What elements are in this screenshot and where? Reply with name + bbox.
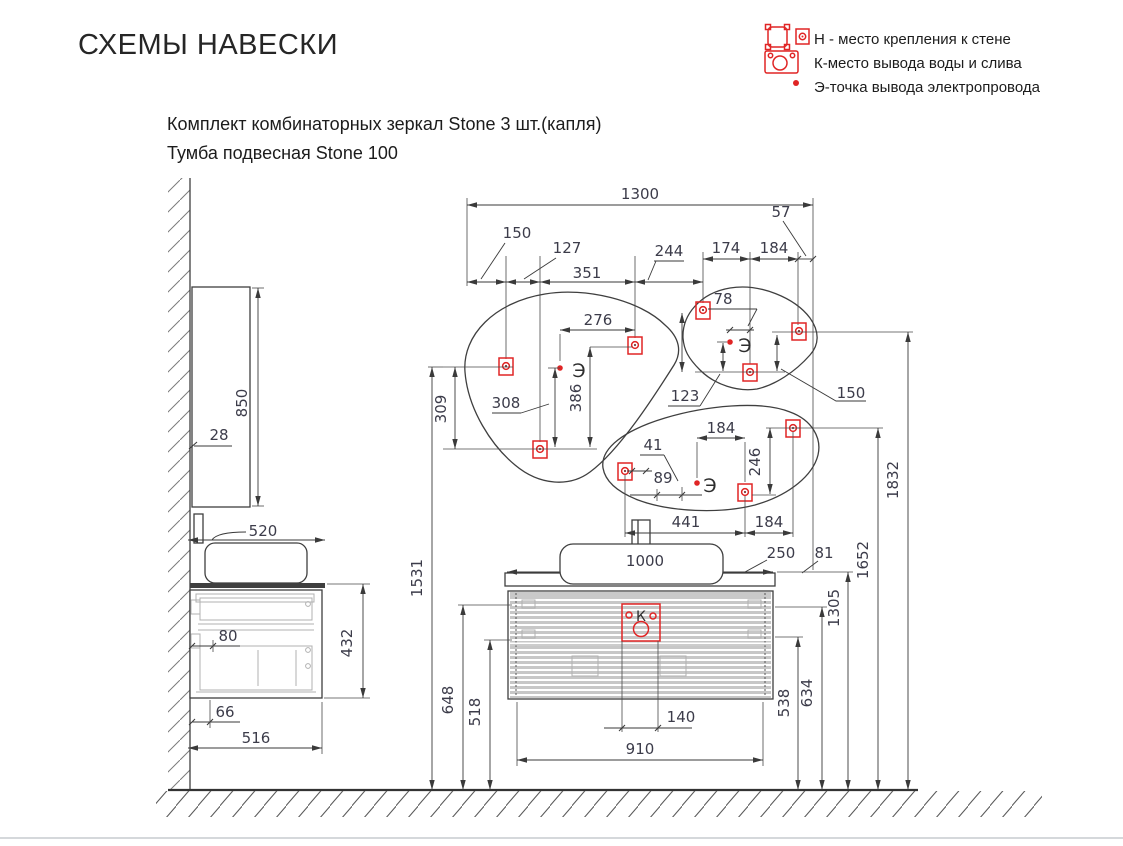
floor xyxy=(156,788,1042,817)
dim-432: 432 xyxy=(338,629,356,658)
dim-1300: 1300 xyxy=(621,185,659,203)
dim-520: 520 xyxy=(249,522,278,540)
page-title: СХЕМЫ НАВЕСКИ xyxy=(78,29,338,61)
dim-123: 123 xyxy=(671,387,700,405)
mount-point xyxy=(791,322,807,341)
legend-wall-mount-label: Н - место крепления к стене xyxy=(814,31,1011,48)
dim-634: 634 xyxy=(798,679,816,708)
wall xyxy=(168,178,191,790)
dim-140: 140 xyxy=(667,708,696,726)
mount-point xyxy=(742,363,758,382)
dim-1531: 1531 xyxy=(408,559,426,597)
dim-66: 66 xyxy=(215,703,234,721)
sink-side xyxy=(204,542,308,584)
faucet-side xyxy=(193,513,204,544)
dim-184-mirror3: 184 xyxy=(707,419,736,437)
dim-57: 57 xyxy=(771,203,790,221)
dim-150-right: 150 xyxy=(837,384,866,402)
dim-850: 850 xyxy=(233,389,251,418)
height-dims-left: 1531 648 518 xyxy=(408,366,512,790)
dim-127: 127 xyxy=(553,239,582,257)
electric-point xyxy=(727,339,733,345)
electric-point-icon xyxy=(793,80,799,86)
dim-1000: 1000 xyxy=(626,552,664,570)
mirror-3-outline xyxy=(602,404,820,512)
mirror-1: Э 276 386 308 309 xyxy=(432,291,680,483)
dim-28: 28 xyxy=(209,426,228,444)
mount-point xyxy=(532,440,548,459)
dim-174: 174 xyxy=(712,239,741,257)
height-dims-right: 538 634 1305 1652 1832 xyxy=(772,331,913,790)
subtitle-vanity: Тумба подвесная Stone 100 xyxy=(167,143,398,163)
dim-80: 80 xyxy=(218,627,237,645)
dim-184-top: 184 xyxy=(760,239,789,257)
dim-910: 910 xyxy=(626,740,655,758)
dim-78: 78 xyxy=(713,290,732,308)
mount-point xyxy=(498,357,514,376)
dim-250: 250 xyxy=(767,544,796,562)
dim-1652: 1652 xyxy=(854,541,872,579)
wall-mount-icon xyxy=(764,23,810,51)
electric-letter: Э xyxy=(572,360,585,382)
dim-89: 89 xyxy=(653,469,672,487)
countertop-side xyxy=(190,583,325,588)
dim-41: 41 xyxy=(643,436,662,454)
side-view: 850 28 520 80 66 xyxy=(188,286,370,754)
mount-point xyxy=(627,336,643,355)
dim-538: 538 xyxy=(775,689,793,718)
dim-516: 516 xyxy=(242,729,271,747)
dim-308: 308 xyxy=(492,394,521,412)
dim-246: 246 xyxy=(746,448,764,477)
dim-244: 244 xyxy=(655,242,684,260)
dim-1832: 1832 xyxy=(884,461,902,499)
dim-309: 309 xyxy=(432,395,450,424)
mirror-side-profile xyxy=(191,286,251,508)
faucet-front xyxy=(631,519,651,546)
cabinet-side xyxy=(189,589,323,699)
electric-letter: Э xyxy=(738,335,751,357)
dim-1305: 1305 xyxy=(825,589,843,627)
subtitle-mirrors: Комплект комбинаторных зеркал Stone 3 шт… xyxy=(167,114,601,134)
mirror-1-outline xyxy=(464,291,680,483)
dim-81: 81 xyxy=(814,544,833,562)
dim-441: 441 xyxy=(672,513,701,531)
water-outlet-marker: К xyxy=(621,603,661,642)
dim-386: 386 xyxy=(567,384,585,413)
electric-letter: Э xyxy=(703,475,716,497)
mirror-2: Э 78 123 150 xyxy=(668,286,866,407)
cabinet-front: К 140 910 xyxy=(507,590,774,766)
electric-point xyxy=(694,480,700,486)
sink-front: 1000 xyxy=(504,519,776,587)
dim-518: 518 xyxy=(466,698,484,727)
legend-electric-label: Э-точка вывода электропровода xyxy=(814,79,1041,96)
water-drain-icon xyxy=(764,50,799,74)
sink-basin xyxy=(559,543,724,585)
legend-water-drain-label: К-место вывода воды и слива xyxy=(814,55,1022,72)
top-dimensions: 1300 150 127 351 244 174 184 57 xyxy=(466,185,817,570)
dim-184-bottom: 184 xyxy=(755,513,784,531)
dim-150-left: 150 xyxy=(503,224,532,242)
mirror-2-outline xyxy=(682,286,818,391)
dim-648: 648 xyxy=(439,686,457,715)
mount-point xyxy=(695,301,711,320)
dim-276: 276 xyxy=(584,311,613,329)
dim-351: 351 xyxy=(573,264,602,282)
legend: Н - место крепления к стене К-место выво… xyxy=(764,23,1041,96)
water-letter: К xyxy=(636,609,646,625)
mirror-3: Э 184 246 41 89 441 184 250 81 xyxy=(602,404,834,574)
